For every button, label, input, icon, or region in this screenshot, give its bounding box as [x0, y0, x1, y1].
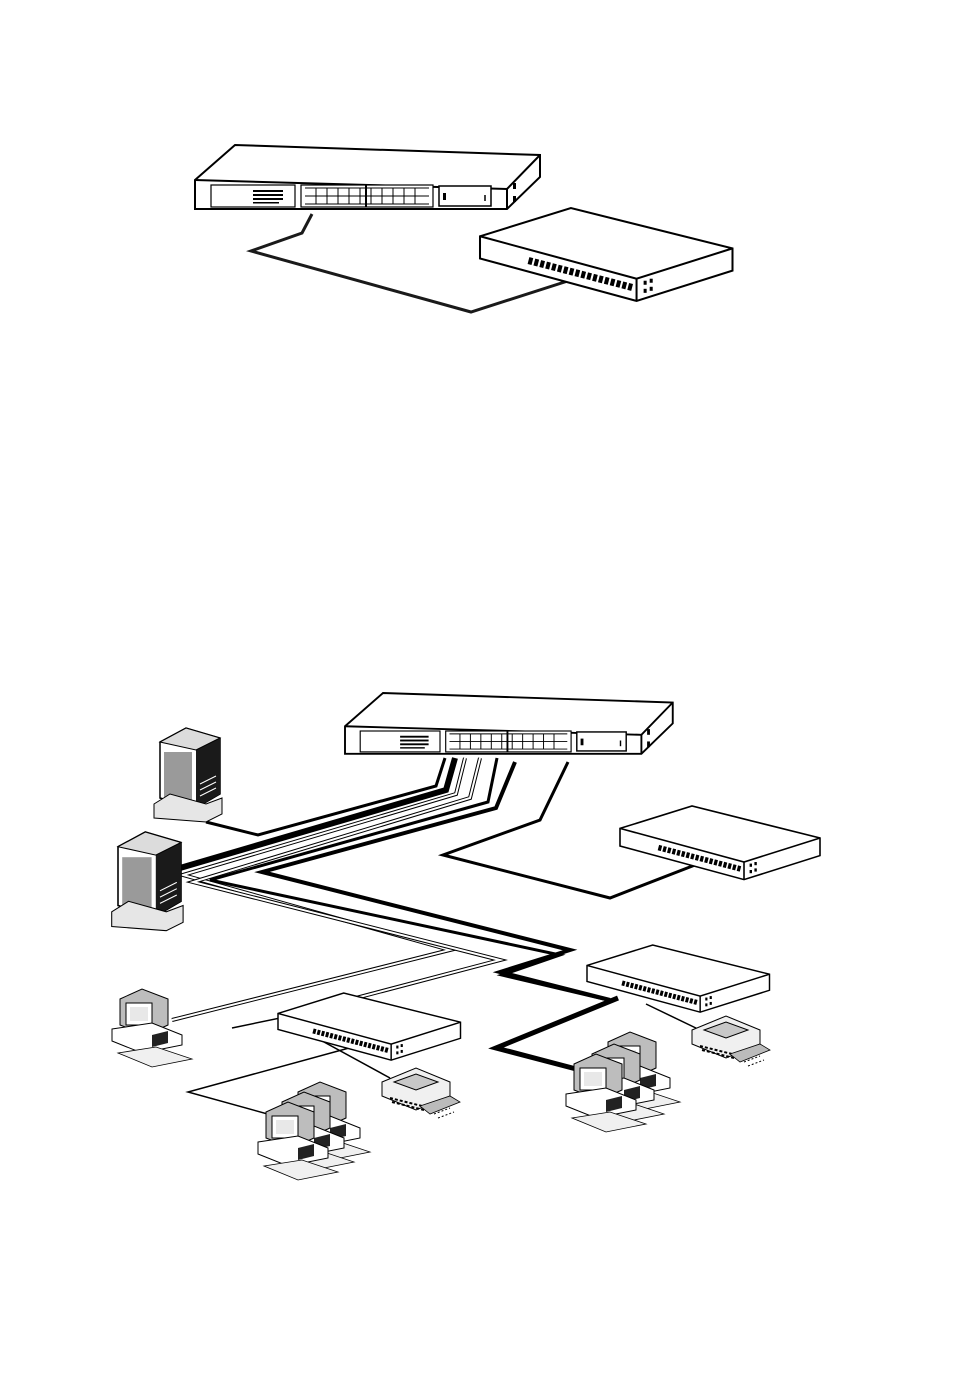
printer-right	[692, 1016, 770, 1066]
secondary-switch	[480, 208, 733, 301]
main-switch	[195, 145, 540, 209]
pc-single	[112, 989, 192, 1067]
server-2	[112, 832, 183, 931]
pc-group-right	[566, 1032, 680, 1132]
server-1	[154, 728, 222, 822]
printer-left	[382, 1068, 460, 1118]
main-switch-2	[345, 693, 673, 754]
cable-backbone	[262, 762, 610, 1000]
workgroup-switch-left	[278, 993, 461, 1060]
figure-1	[195, 145, 733, 312]
figure-2	[112, 693, 820, 1180]
backbone-switch	[620, 806, 820, 880]
pc-group-left	[258, 1082, 370, 1180]
cable-workgroup-left	[193, 758, 500, 1018]
cable-workgroup-left-inner	[193, 758, 500, 1018]
